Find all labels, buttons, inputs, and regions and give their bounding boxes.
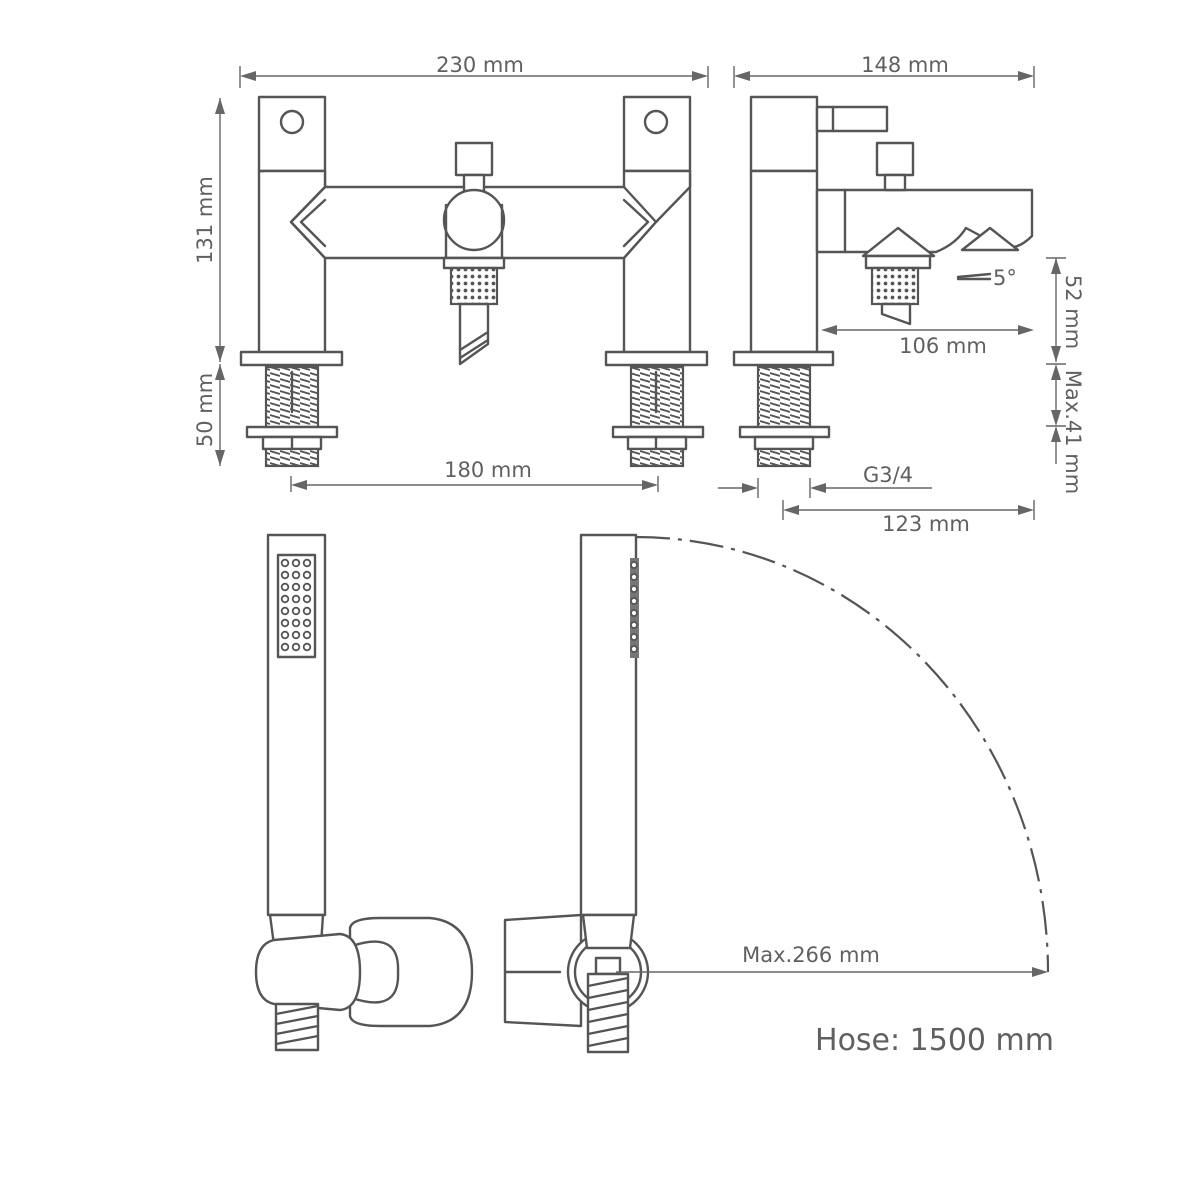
dim-side-depth: 148 mm bbox=[733, 53, 1035, 88]
left-valve bbox=[239, 95, 344, 468]
dim-label-thread: G3/4 bbox=[863, 463, 913, 487]
dim-label-front-width: 230 mm bbox=[436, 53, 524, 77]
right-valve bbox=[604, 95, 709, 468]
dim-deck-thickness: Max.41 mm bbox=[1046, 363, 1085, 494]
side-lever bbox=[815, 105, 889, 133]
dim-label-centres: 180 mm bbox=[444, 458, 532, 482]
dim-tail-length: 50 mm bbox=[193, 364, 225, 466]
dim-label-side-depth: 148 mm bbox=[861, 53, 949, 77]
dim-label-spout-height: 52 mm bbox=[1061, 275, 1085, 349]
handset-front bbox=[254, 533, 474, 1052]
dim-label-spout-reach: 106 mm bbox=[899, 334, 987, 358]
dim-spout-height: 52 mm bbox=[1046, 257, 1085, 362]
dim-label-front-height: 131 mm bbox=[193, 176, 217, 264]
dim-label-base-depth: 123 mm bbox=[882, 512, 970, 536]
dim-label-deck-thickness: Max.41 mm bbox=[1061, 370, 1085, 494]
side-view: 148 mm 5° bbox=[718, 53, 1085, 536]
dim-centres: 180 mm bbox=[290, 458, 659, 492]
dim-thread: G3/4 bbox=[718, 463, 932, 498]
angle-label: 5° bbox=[993, 266, 1017, 290]
dim-front-width: 230 mm bbox=[239, 53, 709, 88]
dim-handset-reach: Max.266 mm bbox=[616, 943, 1048, 977]
dim-spout-reach: 106 mm bbox=[821, 325, 1034, 358]
hose-length-label: Hose: 1500 mm bbox=[815, 1023, 1054, 1058]
dim-label-handset-reach: Max.266 mm bbox=[742, 943, 880, 967]
dim-front-height: 131 mm bbox=[193, 98, 225, 362]
side-valve-head bbox=[749, 95, 819, 173]
handset-side bbox=[503, 533, 650, 1054]
dim-base-depth: 123 mm bbox=[782, 500, 1035, 536]
side-spout: 5° bbox=[815, 141, 1034, 326]
dim-label-tail-length: 50 mm bbox=[193, 373, 217, 447]
diverter bbox=[442, 141, 506, 366]
front-view: 230 mm 131 mm 50 mm 180 mm bbox=[193, 53, 709, 492]
side-valve-column bbox=[749, 169, 819, 354]
swing-arc bbox=[635, 535, 1050, 973]
